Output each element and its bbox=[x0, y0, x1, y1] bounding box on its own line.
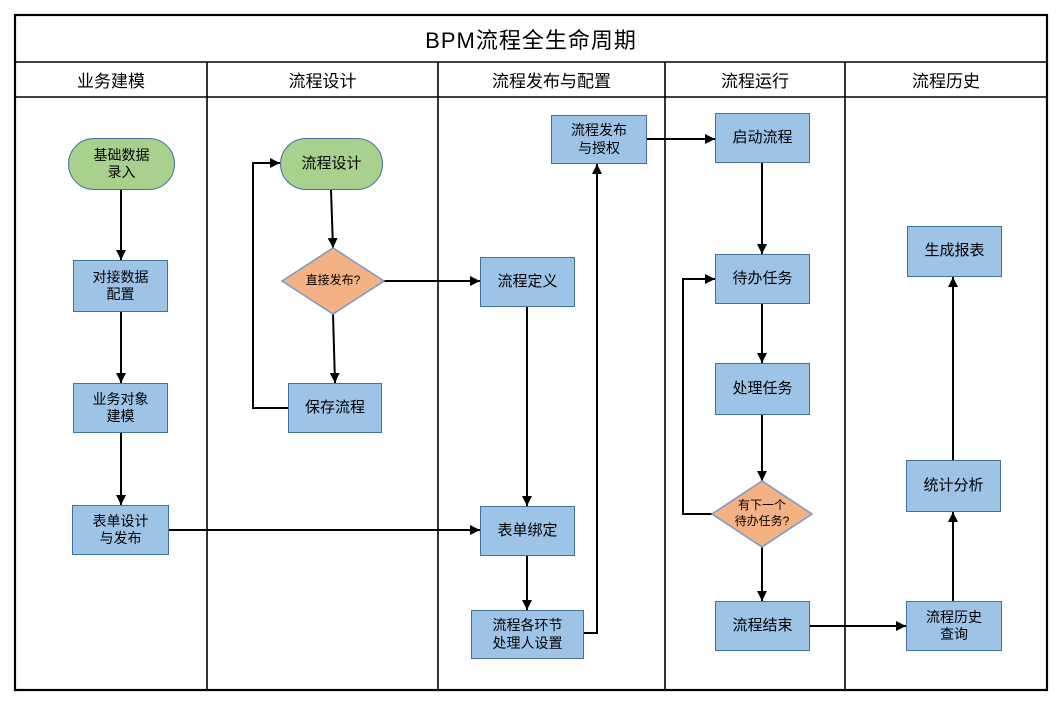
lane-header-publish-config: 流程发布与配置 bbox=[492, 72, 611, 91]
node-form-binding: 表单绑定 bbox=[480, 506, 575, 556]
node-process-history-query: 流程历史 查询 bbox=[906, 601, 1002, 651]
arrow-saveprocess-to-processdesign bbox=[252, 158, 288, 409]
node-statistical-analysis: 统计分析 bbox=[906, 460, 1001, 512]
node-process-design: 流程设计 bbox=[280, 138, 383, 190]
label-next-todo-decision: 有下一个 待办任务? bbox=[734, 498, 790, 528]
node-dock-data-config: 对接数据 配置 bbox=[73, 260, 168, 312]
node-handle-task: 处理任务 bbox=[715, 363, 810, 415]
arrow-decision-loop-to-todo bbox=[682, 274, 715, 515]
lane-header-process-run: 流程运行 bbox=[721, 72, 789, 91]
decision-shapes bbox=[280, 247, 814, 548]
lane-header-business-modeling: 业务建模 bbox=[77, 72, 145, 91]
arrow-decision-to-saveprocess bbox=[329, 313, 340, 384]
node-generate-report: 生成报表 bbox=[907, 226, 1002, 277]
node-process-publish-auth: 流程发布 与授权 bbox=[551, 115, 647, 164]
diagram-title: BPM流程全生命周期 bbox=[425, 27, 637, 53]
node-business-object-modeling: 业务对象 建模 bbox=[73, 383, 168, 433]
node-save-process: 保存流程 bbox=[288, 383, 382, 433]
node-process-definition: 流程定义 bbox=[480, 257, 575, 307]
arrow-handlersetting-to-publishauth bbox=[584, 164, 602, 634]
node-base-data-entry: 基础数据 录入 bbox=[68, 138, 175, 190]
node-todo-task: 待办任务 bbox=[715, 254, 810, 304]
node-process-end: 流程结束 bbox=[715, 601, 810, 651]
label-direct-publish-decision: 直接发布? bbox=[305, 273, 361, 288]
node-form-design-publish: 表单设计 与发布 bbox=[72, 505, 169, 555]
arrow-processdesign-to-decision bbox=[327, 189, 338, 249]
direct-publish-decision-diamond bbox=[280, 247, 386, 315]
flow-connectors bbox=[116, 134, 958, 634]
next-todo-decision-diamond bbox=[710, 480, 814, 548]
outer-border bbox=[13, 13, 1049, 692]
lane-header-process-history: 流程历史 bbox=[912, 72, 980, 91]
node-start-process: 启动流程 bbox=[715, 113, 810, 163]
lane-header-process-design: 流程设计 bbox=[288, 72, 357, 91]
node-step-handler-setting: 流程各环节 处理人设置 bbox=[471, 610, 584, 659]
swimlane-grid bbox=[13, 13, 1049, 692]
